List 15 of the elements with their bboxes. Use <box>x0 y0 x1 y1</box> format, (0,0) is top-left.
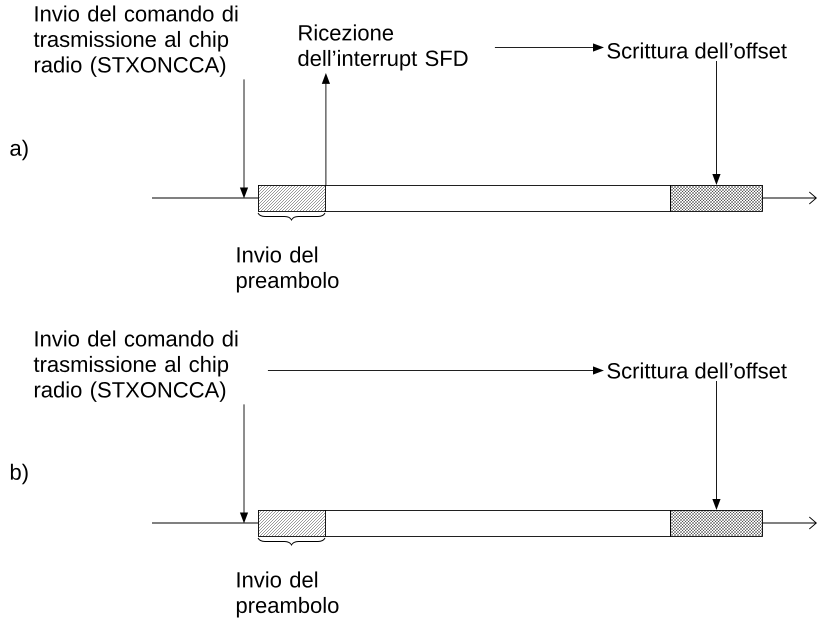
text-label: Ricezione dell’interrupt SFD <box>298 24 468 70</box>
text-label: Scrittura dell’offset <box>607 362 787 379</box>
frame-segment <box>325 510 671 537</box>
text-label: Scrittura dell’offset <box>607 42 787 59</box>
panel-label: b) <box>10 464 28 484</box>
text-label: Invio del comando di trasmissione al chip radio (STXONCCA) <box>34 330 238 402</box>
hatched-segment <box>258 510 326 537</box>
crosshatched-segment <box>670 510 763 537</box>
text-label: Invio del comando di trasmissione al chip radio (STXONCCA) <box>34 5 238 77</box>
text-label: Invio del preambolo <box>236 571 338 618</box>
crosshatched-segment <box>670 185 763 212</box>
hatched-segment <box>258 185 326 212</box>
panel-label: a) <box>10 140 28 160</box>
frame-segment <box>325 185 671 212</box>
text-label: Invio del preambolo <box>236 246 338 292</box>
